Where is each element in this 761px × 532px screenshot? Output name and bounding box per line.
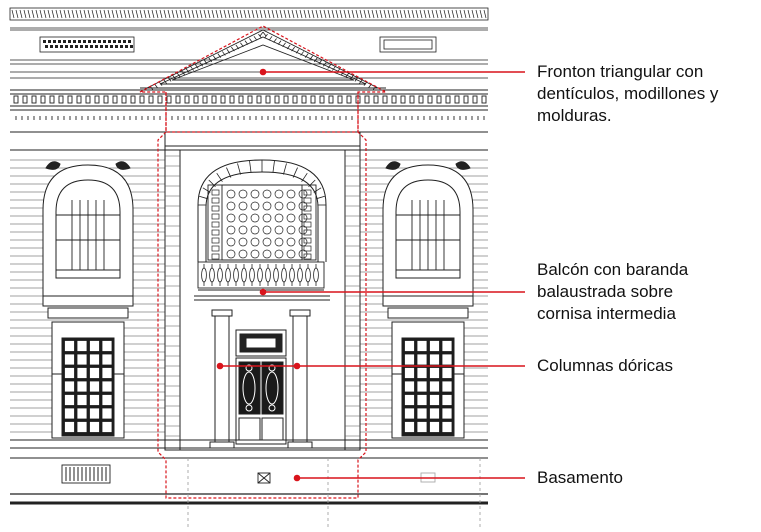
leader-dot (293, 362, 301, 370)
label-line: balaustrada sobre (537, 282, 674, 301)
leader-dot (216, 362, 224, 370)
callout-outline-fronton (139, 25, 387, 133)
label-columnas: Columnas dóricas (537, 355, 673, 377)
doric-columns (209, 309, 313, 449)
leader-basamento (293, 474, 525, 482)
label-line: Balcón con baranda (537, 260, 689, 279)
label-fronton: Fronton triangular con dentículos, modil… (537, 61, 718, 127)
arch-voussoirs (198, 160, 326, 206)
central-window (207, 184, 317, 261)
cornice-dentils (13, 95, 487, 120)
central-window-tracery (211, 189, 312, 260)
leader-dot (293, 474, 301, 482)
label-line: Columnas dóricas (537, 356, 674, 375)
balcony-balusters (201, 264, 319, 286)
leader-fronton (259, 68, 525, 76)
door-ornament (242, 364, 279, 412)
leader-dot (259, 288, 267, 296)
top-balustrade-pattern (11, 9, 487, 19)
label-basamento: Basamento (537, 467, 623, 489)
label-line: cornisa intermedia (537, 304, 676, 323)
string-courses (10, 131, 488, 459)
leader-dot (259, 68, 267, 76)
label-line: Fronton triangular con (537, 62, 704, 81)
callout-outline-central (157, 92, 367, 499)
guide-lines (187, 458, 481, 527)
pediment (140, 29, 386, 89)
main-cornice (10, 89, 488, 111)
leader-balcon (259, 288, 525, 296)
label-balcon: Balcón con baranda balaustrada sobre cor… (537, 259, 688, 325)
label-line: Basamento (537, 468, 623, 487)
attic-ornament (43, 40, 133, 48)
main-door (235, 329, 287, 445)
label-line: dentículos, modillones y (537, 84, 719, 103)
pediment-dentils (149, 31, 377, 91)
central-bay-rustication (165, 155, 360, 437)
top-balustrade (9, 7, 489, 31)
leader-columnas (216, 362, 525, 370)
basement-vent (65, 467, 107, 481)
label-line: molduras. (537, 106, 612, 125)
side-windows (42, 161, 474, 439)
